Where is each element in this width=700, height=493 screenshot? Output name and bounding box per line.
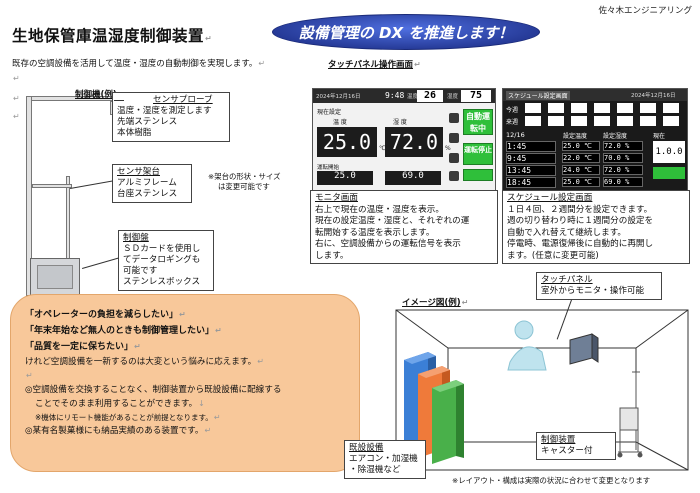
probe-callout: センサプローブ 温度・湿度を測定します 先端ステンレス 本体樹脂 [112,92,230,142]
schedule-temp[interactable]: 25.0 ℃ [562,141,600,151]
schedule-time[interactable]: 18:45 [506,177,556,188]
hum-label: 湿 度 [393,119,407,126]
paragraph-mark: ↵ [13,74,20,83]
schedule-hum[interactable]: 72.0 % [603,165,643,175]
schedule-screen: スケジュール設定画面 2024年12月16日 今週 来週 12/16 設定温度 … [502,88,688,192]
touch-panel-heading: タッチパネル操作画面↵ [328,60,421,70]
schedule-row[interactable]: 9:45 22.0 ℃ 70.0 % [506,153,646,164]
quote: 「オペレーターの負担を減らしたい」↵ [25,310,186,320]
stand-note: ※架台の形状・サイズ は変更可能です [208,172,281,191]
current-setting-label: 現在設定 [317,109,342,116]
temp-unit: ℃ [379,145,386,152]
col-hum-label: 設定湿度 [603,133,628,140]
schedule-title-tab: スケジュール設定画面 [506,91,570,100]
schedule-day: 12/16 [506,131,525,139]
schedule-date: 2024年12月16日 [631,93,676,99]
set-temp-label: 運転開始 [317,165,340,171]
schedule-temp[interactable]: 22.0 ℃ [562,153,600,163]
room-diagram [395,309,689,471]
probe-leader-line [114,100,124,101]
outdoor-temp-label: 温度 [407,94,419,100]
schedule-time[interactable]: 13:45 [506,165,556,176]
hum-unit: % [445,145,451,152]
schedule-green-button[interactable] [653,167,685,179]
col-temp-label: 設定温度 [563,133,588,140]
outdoor-temp: 26 [417,90,443,102]
indicator-lamp [449,133,459,143]
schedule-row[interactable]: 1:45 25.0 ℃ 72.0 % [506,141,646,152]
paragraph-mark: ↵ [13,94,20,103]
quote: 「品質を一定に保ちたい」↵ [25,342,141,352]
bullet-continued: ことでそのまま利用することができます。↓ [35,399,205,409]
monitor-caption: モニタ画面 右上で現在の温度・湿度を表示。 現在の設定温度・湿度と、それぞれの運… [310,190,498,264]
controller-box [30,258,80,296]
schedule-hum[interactable]: 70.0 % [603,153,643,163]
stand-frame [32,184,72,188]
dx-banner: 設備管理の DX を推進します！ [272,14,540,50]
schedule-time[interactable]: 9:45 [506,153,556,164]
bullet: ◎某有名製菓様にも納品実績のある装置です。↵ [25,426,212,436]
set-temp: 25.0 [317,171,373,185]
bullet: ◎空調設備を交換することなく、制御装置から既設設備に配線する [25,385,282,395]
monitor-screen: 2024年12月16日 9:48 温度 26 湿度 75 現在設定 温 度 湿 … [312,88,496,192]
schedule-temp[interactable]: 24.0 ℃ [562,165,600,175]
next-week-label: 来週 [506,119,519,126]
indicator-lamp [449,153,459,163]
operator-figure [507,320,547,371]
current-state-value: 1.0.0 [653,141,685,163]
set-hum: 69.0 [385,171,441,185]
schedule-temp[interactable]: 25.0 ℃ [562,177,600,187]
unit-green [432,380,456,464]
quote: 「年末年始など無人のときも制御管理したい」↵ [25,326,222,336]
controller-callout: 制御盤 ＳＤカードを使用し てデータロギングも 可能です ステンレスボックス [118,230,214,291]
controller-caster-callout: 制御装置 キャスター付 [536,432,616,460]
indicator-lamp [449,113,459,123]
room-front-wall [395,309,689,471]
monitor-time: 9:48 [385,91,405,100]
this-week-label: 今週 [506,107,519,114]
current-state-label: 現在 [653,133,666,140]
indicator-lamp [449,171,459,181]
page-title: 生地保管庫温湿度制御装置↵ [12,27,213,45]
schedule-caption: スケジュール設定画面 １日４回、２週間分を設定できます。 週の切り替わり時に１週… [502,190,690,264]
hum-value: 72.0 [385,127,443,157]
menu-button[interactable] [463,169,493,181]
week-cells[interactable] [525,103,685,127]
stand-pole-right [66,176,70,266]
outdoor-hum: 75 [461,90,491,102]
small-note: ※機体にリモート機能があることが前提となります。↵ [35,413,221,422]
temp-label: 温 度 [333,119,347,126]
stop-button[interactable]: 運転停止 [463,143,493,165]
paragraph-mark: ↵ [13,112,20,121]
device-drawing [18,86,128,306]
monitor-date: 2024年12月16日 [316,94,361,100]
wall-touch-panel [569,333,599,365]
caster-controller [617,371,643,458]
schedule-row[interactable]: 18:45 25.0 ℃ 69.0 % [506,177,646,188]
schedule-hum[interactable]: 72.0 % [603,141,643,151]
message-line: けれど空調設備を一新するのは大変という悩みに応えます。↵ [25,357,264,367]
existing-equipment-callout: 既設設備 エアコン・加湿機 ・除湿機など [344,440,426,479]
outdoor-hum-label: 湿度 [447,94,459,100]
image-diagram-heading: イメージ図(例)↵ [402,298,469,308]
temp-value: 25.0 [317,127,377,157]
schedule-row[interactable]: 13:45 24.0 ℃ 72.0 % [506,165,646,176]
schedule-time[interactable]: 1:45 [506,141,556,152]
existing-units [404,352,464,464]
auto-run-button[interactable]: 自動運転中 [463,109,493,135]
message-box: 「オペレーターの負担を減らしたい」↵ 「年末年始など無人のときも制御管理したい」… [10,294,360,472]
company-name: 佐々木エンジニアリング [598,6,692,16]
stand-callout: センサ架台 アルミフレーム 台座ステンレス [112,164,192,203]
intro-text: 既存の空調設備を活用して温度・湿度の自動制御を実現します。↵ [12,59,266,69]
touch-panel-callout: タッチパネル 室外からモニタ・操作可能 [536,272,662,300]
layout-note: ※レイアウト・構成は実際の状況に合わせて変更となります [452,476,651,485]
blank-line: ↵ [26,371,33,380]
monitor-topbar [313,89,495,103]
schedule-hum[interactable]: 69.0 % [603,177,643,187]
